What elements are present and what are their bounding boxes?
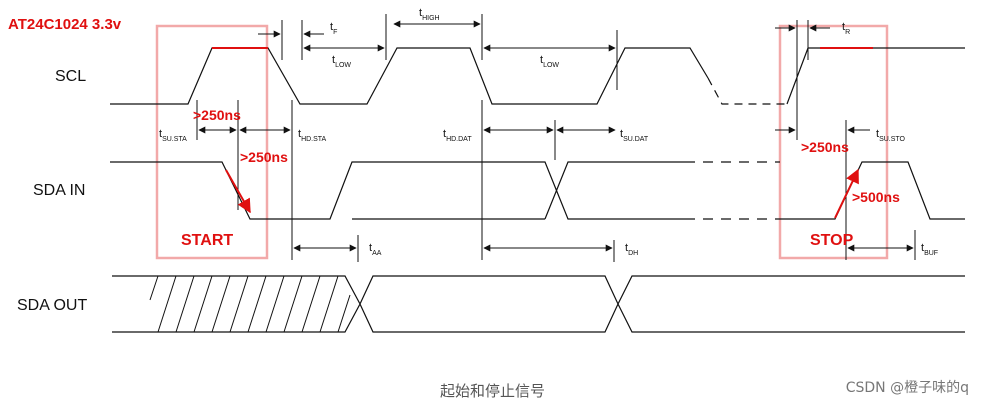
start-hold-annotation: >250ns — [240, 149, 288, 165]
stop-box — [778, 24, 889, 260]
start-fall-arrow — [225, 169, 251, 214]
t-low-2-label: tLOW — [540, 54, 559, 69]
sda-out-hatch — [149, 275, 351, 333]
stop-label: STOP — [810, 232, 854, 249]
sda-in-waveform — [110, 161, 685, 220]
timing-diagram: AT24C1024 3.3v SCL SDA IN SDA OUT — [8, 7, 965, 333]
t-su-dat-label: tSU.DAT — [620, 128, 649, 143]
t-hd-sta-label: tHD.STA — [298, 128, 327, 143]
t-low-1-label: tLOW — [332, 54, 351, 69]
scl-waveform-end — [786, 47, 965, 105]
sda-in-dashed — [685, 161, 780, 220]
sda-in-waveform-2 — [544, 161, 685, 220]
start-setup-annotation: >250ns — [193, 107, 241, 123]
stop-setup-annotation: >250ns — [801, 139, 849, 155]
sda-out-waveform — [112, 275, 965, 333]
stop-rise-annotation: >500ns — [852, 189, 900, 205]
scl-label: SCL — [55, 68, 86, 85]
start-box — [155, 24, 269, 260]
t-su-sta-label: tSU.STA — [159, 128, 187, 143]
sda-in-stop-part — [780, 161, 965, 220]
reference-lines — [196, 14, 916, 262]
dimension-arrows — [198, 20, 914, 252]
sda-in-label: SDA IN — [33, 182, 85, 199]
t-hd-dat-label: tHD.DAT — [443, 128, 472, 143]
figure-caption: 起始和停止信号 — [439, 382, 545, 400]
scl-waveform — [110, 47, 709, 105]
stop-rise-arrow — [834, 168, 859, 219]
t-buf-label: tBUF — [921, 242, 938, 257]
t-r-label: tR — [842, 21, 850, 36]
t-high-label: tHIGH — [419, 7, 440, 22]
start-label: START — [181, 232, 233, 249]
sda-out-label: SDA OUT — [17, 297, 87, 314]
scl-waveform-dashed — [707, 77, 787, 105]
t-dh-label: tDH — [625, 242, 638, 257]
watermark: CSDN @橙子味的q — [845, 380, 969, 396]
t-aa-label: tAA — [369, 242, 382, 257]
t-su-sto-label: tSU.STO — [876, 128, 906, 143]
diagram-title: AT24C1024 3.3v — [8, 16, 122, 33]
t-f-label: tF — [330, 21, 337, 36]
